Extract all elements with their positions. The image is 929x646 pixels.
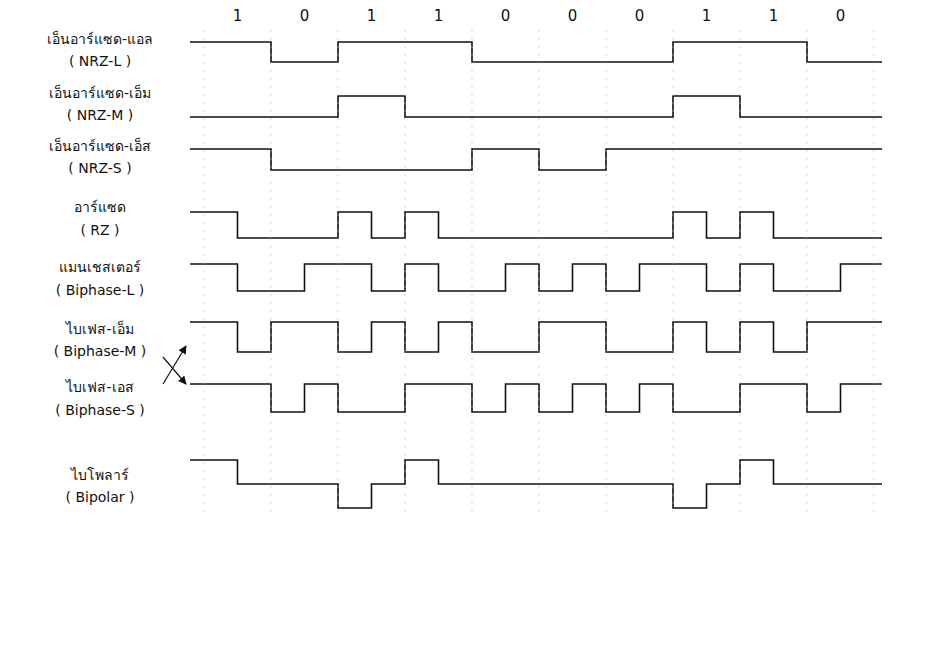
- code-name: ( Biphase-S ): [30, 403, 170, 418]
- pointer-arrow: [163, 346, 186, 384]
- code-name-thai: อาร์แซด: [30, 200, 170, 215]
- code-name-thai: เอ็นอาร์แซด-แอล: [30, 32, 170, 47]
- waveform: [190, 42, 882, 62]
- code-name: ( NRZ-M ): [30, 108, 170, 123]
- bit-value: 0: [496, 8, 516, 25]
- code-name-thai: เอ็นอาร์แซด-เอ็ส: [30, 139, 170, 154]
- bit-boundary: [606, 30, 607, 515]
- bit-boundary: [204, 30, 205, 515]
- code-name-thai: ไบเฟส-เอส: [30, 380, 170, 395]
- code-name: ( NRZ-L ): [30, 54, 170, 69]
- bit-value: 1: [764, 8, 784, 25]
- bit-boundary: [807, 30, 808, 515]
- bit-boundary: [405, 30, 406, 515]
- waveform: [190, 149, 882, 170]
- waveform: [190, 322, 882, 352]
- bit-boundary: [271, 30, 272, 515]
- code-name-thai: เอ็นอาร์แซด-เอ็ม: [30, 86, 170, 101]
- bit-value: 0: [295, 8, 315, 25]
- pointer-arrow: [163, 357, 186, 384]
- bit-boundary: [338, 30, 339, 515]
- code-name: ( Bipolar ): [30, 490, 170, 505]
- code-name: ( Biphase-L ): [30, 283, 170, 298]
- bit-boundary: [874, 30, 875, 515]
- bit-value: 0: [630, 8, 650, 25]
- waveform: [190, 264, 882, 291]
- code-name-thai: แมนเชสเตอร์: [30, 260, 170, 275]
- bit-value: 1: [697, 8, 717, 25]
- bit-boundary: [740, 30, 741, 515]
- waveform: [190, 212, 882, 238]
- waveform: [190, 460, 882, 508]
- code-name-thai: ไบโพลาร์: [30, 468, 170, 483]
- bit-value: 0: [563, 8, 583, 25]
- code-name: ( NRZ-S ): [30, 161, 170, 176]
- bit-value: 1: [362, 8, 382, 25]
- code-name: ( Biphase-M ): [30, 344, 170, 359]
- bit-value: 1: [228, 8, 248, 25]
- bit-value: 1: [429, 8, 449, 25]
- bit-value: 0: [831, 8, 851, 25]
- code-name: ( RZ ): [30, 223, 170, 238]
- code-name-thai: ไบเฟส-เอ็ม: [30, 322, 170, 337]
- bit-boundary: [539, 30, 540, 515]
- waveform: [190, 96, 882, 117]
- waveform: [190, 384, 882, 412]
- bit-boundary: [673, 30, 674, 515]
- bit-boundary: [472, 30, 473, 515]
